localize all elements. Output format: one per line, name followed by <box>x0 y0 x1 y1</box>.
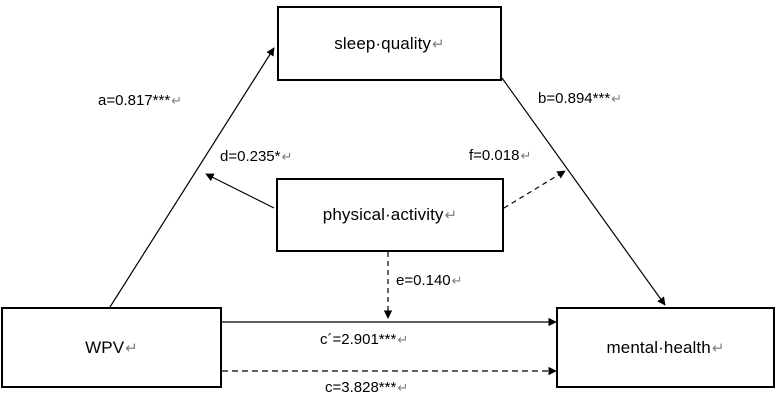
node-wpv-label: WPV↵ <box>85 337 138 357</box>
edge-f-line <box>503 170 566 209</box>
edge-label-a: a=0.817***↵ <box>98 92 183 109</box>
paragraph-mark-icon: ↵ <box>711 339 725 357</box>
paragraph-mark-icon: ↵ <box>611 91 623 106</box>
paragraph-mark-icon: ↵ <box>520 148 532 163</box>
node-mental-health: mental·health↵ <box>556 307 775 388</box>
edge-d-line <box>205 173 275 209</box>
edge-label-e: e=0.140↵ <box>396 272 463 289</box>
paragraph-mark-icon: ↵ <box>397 332 409 347</box>
paragraph-mark-icon: ↵ <box>444 207 458 224</box>
paragraph-mark-icon: ↵ <box>451 273 463 288</box>
edge-label-b: b=0.894***↵ <box>538 90 623 107</box>
node-physical-activity-label: physical·activity↵ <box>322 205 458 224</box>
node-mental-health-label: mental·health↵ <box>606 337 725 357</box>
edge-b-line <box>501 77 666 306</box>
edge-label-c-prime: c´=2.901***↵ <box>320 331 409 348</box>
paragraph-mark-icon: ↵ <box>125 339 138 357</box>
node-wpv: WPV↵ <box>1 307 222 388</box>
edge-label-f: f=0.018↵ <box>469 147 532 164</box>
paragraph-mark-icon: ↵ <box>432 35 445 53</box>
paragraph-mark-icon: ↵ <box>397 380 409 395</box>
edge-a-line <box>109 47 275 308</box>
paragraph-mark-icon: ↵ <box>171 93 183 108</box>
edge-label-c: c=3.828***↵ <box>325 379 409 396</box>
node-physical-activity: physical·activity↵ <box>276 178 504 252</box>
node-sleep-quality-label: sleep·quality↵ <box>334 33 445 53</box>
node-sleep-quality: sleep·quality↵ <box>277 6 502 81</box>
paragraph-mark-icon: ↵ <box>281 149 293 164</box>
edge-label-d: d=0.235*↵ <box>220 148 293 165</box>
